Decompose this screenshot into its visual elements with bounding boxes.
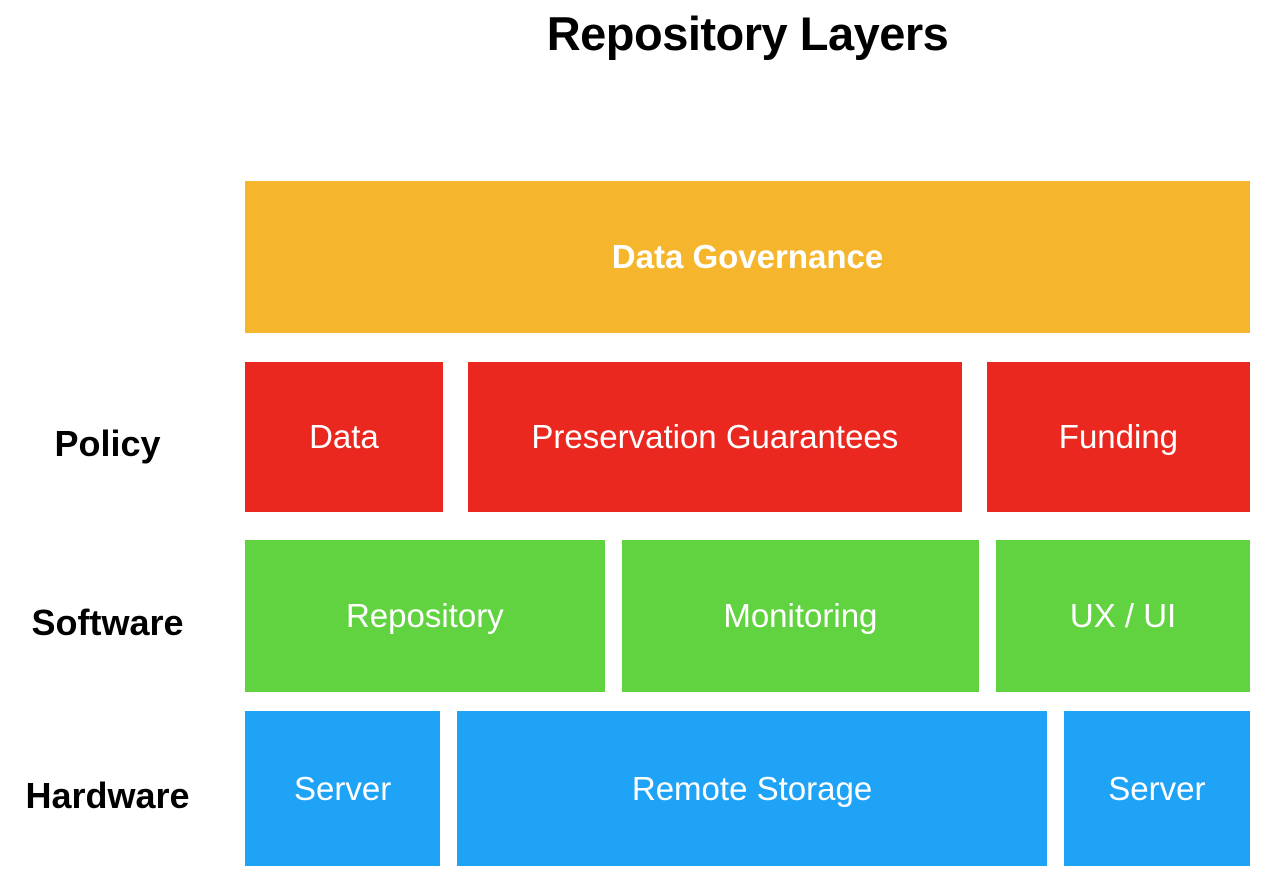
hardware-box-server-left: Server <box>245 711 441 866</box>
data-governance-box: Data Governance <box>245 181 1250 333</box>
hardware-box-server-right: Server <box>1063 711 1250 866</box>
policy-box-funding: Funding <box>986 362 1250 512</box>
hardware-row: Hardware Server Remote Storage Server <box>0 711 1270 866</box>
policy-row: Policy Data Preservation Guarantees Fund… <box>0 362 1270 512</box>
governance-row: Data Governance <box>0 181 1270 333</box>
software-row: Software Repository Monitoring UX / UI <box>0 540 1270 692</box>
hardware-box-remote-storage: Remote Storage <box>457 711 1047 866</box>
policy-box-preservation-guarantees: Preservation Guarantees <box>467 362 962 512</box>
hardware-row-label: Hardware <box>25 774 190 816</box>
page-title: Repository Layers <box>546 7 949 60</box>
software-box-repository: Repository <box>245 540 605 692</box>
policy-row-label: Policy <box>54 423 161 464</box>
software-box-monitoring: Monitoring <box>621 540 980 692</box>
software-box-ux-ui: UX / UI <box>996 540 1251 692</box>
software-row-label: Software <box>31 602 184 643</box>
policy-box-data: Data <box>245 362 443 512</box>
